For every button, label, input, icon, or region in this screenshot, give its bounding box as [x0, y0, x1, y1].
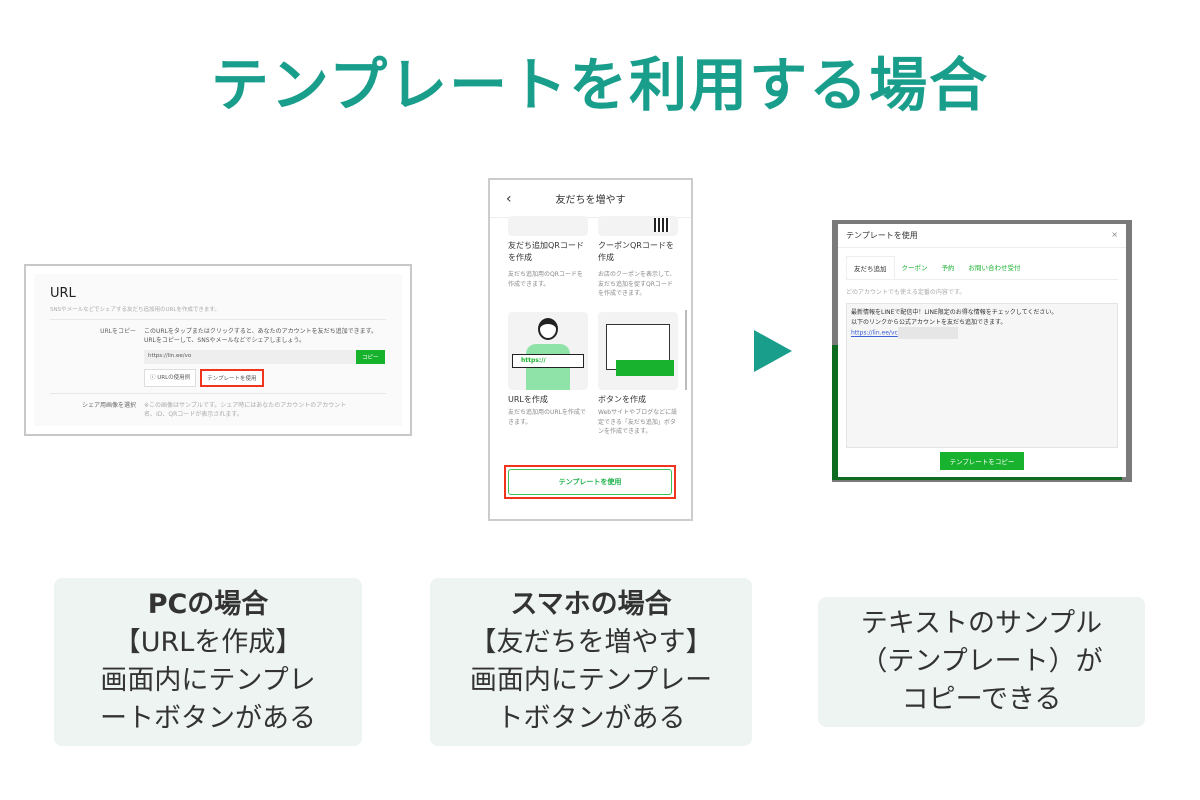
copy-desc-1: このURLをタップまたはクリックすると、あなたのアカウントを友だち追加できます。 — [144, 328, 378, 335]
coupon-card-image — [598, 216, 678, 236]
copy-desc-2: URLをコピーして、SNSやメールなどでシェアしましょう。 — [144, 337, 306, 344]
tab-reservation[interactable]: 予約 — [941, 264, 955, 272]
smartphone-screenshot: ‹ 友だちを増やす 友だち追加QRコードを作成 友だち追加用のQRコードを作成でき… — [488, 178, 693, 521]
card-desc: 友だち追加用のURLを作成できます。 — [508, 409, 586, 426]
qr-icon — [654, 218, 670, 232]
caption-pc: PCの場合 【URLを作成】 画面内にテンプレ ートボタンがある — [54, 578, 362, 746]
caption-line: トボタンがある — [496, 703, 686, 734]
card-title[interactable]: 友だち追加QRコードを作成 — [508, 241, 584, 262]
back-icon[interactable]: ‹ — [506, 190, 512, 207]
url-heading: URL — [50, 286, 76, 301]
caption-line: 【URLを作成】 — [113, 627, 303, 658]
page-title: テンプレートを利用する場合 — [210, 51, 990, 119]
scrollbar[interactable] — [685, 310, 687, 390]
add-friend-icon — [616, 360, 674, 376]
caption-line: 画面内にテンプレー — [469, 665, 713, 696]
url-input[interactable]: https://lin.ee/vo — [144, 350, 356, 364]
share-desc: ※この画像はサンプルです。シェア時にはあなたのアカウントのアカウント名、ID、Q… — [144, 402, 347, 418]
tab-coupon[interactable]: クーポン — [901, 264, 928, 272]
dialog-title: テンプレートを使用 — [846, 231, 918, 240]
caption-heading: PCの場合 — [147, 589, 269, 620]
template-link[interactable]: https://lin.ee/vc — [851, 329, 898, 337]
tab-inquiry[interactable]: お問い合わせ受付 — [968, 264, 1021, 272]
template-line-1: 最新情報をLINEで配信中！LINE限定のお得な情報をチェックしてください。 — [851, 309, 1058, 316]
template-textarea[interactable]: 最新情報をLINEで配信中！LINE限定のお得な情報をチェックしてください。 以… — [846, 303, 1118, 448]
copy-label: URLをコピー — [100, 328, 136, 335]
card-desc: Webサイトやブログなどに設定できる「友だち追加」ボタンを作成できます。 — [598, 409, 678, 436]
template-dialog-screenshot: テンプレートを使用 × 友だち追加 クーポン 予約 お問い合わせ受付 どのアカウン… — [832, 220, 1132, 482]
caption-line: テキストのサンプル — [860, 608, 1103, 639]
caption-copy: テキストのサンプル （テンプレート）が コピーできる — [818, 597, 1145, 727]
copy-button[interactable]: コピー — [356, 350, 385, 364]
use-template-button[interactable]: テンプレートを使用 — [202, 371, 262, 385]
qr-card-image — [508, 216, 588, 236]
template-line-2: 以下のリンクから公式アカウントを友だち追加できます。 — [851, 318, 1007, 326]
close-icon[interactable]: × — [1111, 230, 1118, 239]
copy-template-button[interactable]: テンプレートをコピー — [940, 452, 1024, 470]
pc-url-screenshot: URL SNSやメールなどでシェアする友だち追加用のURLを作成できます。 UR… — [24, 264, 412, 436]
person-icon — [538, 318, 558, 340]
arrow-right-icon — [754, 330, 792, 372]
use-template-button[interactable]: テンプレートを使用 — [508, 469, 672, 495]
caption-line: （テンプレート）が — [860, 646, 1103, 677]
card-desc: 友だち追加用のQRコードを作成できます。 — [508, 271, 583, 288]
caption-smartphone: スマホの場合 【友だちを増やす】 画面内にテンプレー トボタンがある — [430, 578, 752, 746]
button-card-image — [598, 312, 678, 390]
tab-friend-add[interactable]: 友だち追加 — [846, 256, 895, 279]
dialog-desc: どのアカウントでも使える定番の内容です。 — [846, 289, 966, 296]
https-sign: https:// — [512, 354, 584, 368]
caption-line: 画面内にテンプレ — [100, 665, 316, 696]
caption-line: コピーできる — [901, 684, 1062, 715]
card-title[interactable]: ボタンを作成 — [598, 395, 646, 404]
sp-header: 友だちを増やす — [555, 195, 626, 206]
card-title[interactable]: クーポンQRコードを作成 — [598, 241, 674, 262]
caption-line: ートボタンがある — [100, 703, 316, 734]
caption-heading: スマホの場合 — [510, 589, 672, 620]
card-desc: お店のクーポンを表示して、友だち追加を促すQRコードを作成できます。 — [598, 271, 676, 298]
url-subtitle: SNSやメールなどでシェアする友だち追加用のURLを作成できます。 — [50, 307, 220, 313]
url-usage-button[interactable]: ⓘ URLの使用例 — [144, 369, 197, 387]
share-label: シェア用画像を選択 — [81, 402, 136, 409]
card-title[interactable]: URLを作成 — [508, 395, 548, 404]
url-card-image: https:// — [508, 312, 588, 390]
caption-line: 【友だちを増やす】 — [469, 627, 713, 658]
